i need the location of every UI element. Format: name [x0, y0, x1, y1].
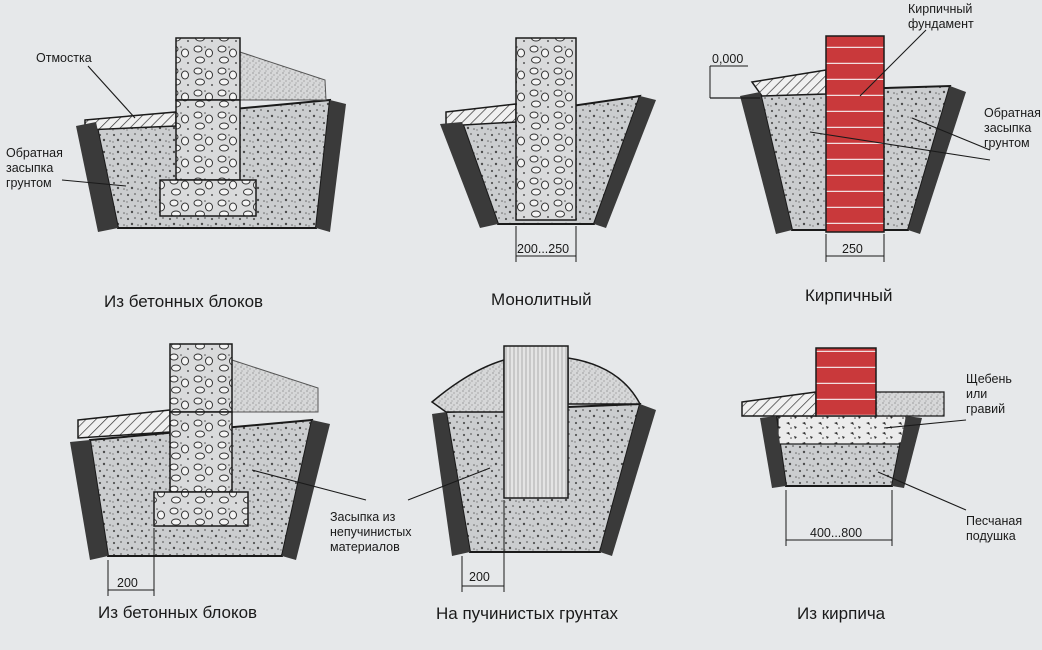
level-mark: 0,000	[712, 52, 744, 66]
callout-gravel: Щебень или гравий	[966, 372, 1012, 417]
callout-line: подушка	[966, 529, 1016, 543]
callout-otmostka: Отмостка	[36, 51, 92, 65]
panel-top-brick	[709, 35, 966, 262]
callout-sand: Песчаная подушка	[966, 514, 1022, 544]
callout-line: Щебень	[966, 372, 1012, 386]
callout-line: засыпка	[6, 161, 54, 175]
callout-nonheaving: Засыпка из непучинистых материалов	[330, 510, 411, 555]
callout-line: засыпка	[984, 121, 1032, 135]
dimension-cushion: 400...800	[810, 526, 863, 540]
callout-line: Обратная	[6, 146, 63, 160]
callout-line: Засыпка из	[330, 510, 396, 524]
callout-line: Обратная	[984, 106, 1041, 120]
caption-bottom-blocks: Из бетонных блоков	[98, 603, 258, 622]
callout-line: Песчаная	[966, 514, 1023, 528]
callout-line: грунтом	[6, 176, 52, 190]
caption-top-monolith: Монолитный	[491, 290, 592, 309]
callout-line: материалов	[330, 540, 400, 554]
dimension-heaving-base: 200	[469, 570, 490, 584]
dimension-block-base: 200	[117, 576, 138, 590]
callout-line: непучинистых	[330, 525, 412, 539]
panel-bottom-heaving	[430, 345, 656, 592]
caption-bottom-brick: Из кирпича	[797, 604, 886, 623]
callout-line: грунтом	[984, 136, 1030, 150]
callout-brick-foundation: Кирпичный фундамент	[908, 2, 974, 32]
caption-bottom-heaving: На пучинистых грунтах	[436, 604, 619, 623]
panel-bottom-block	[70, 343, 330, 596]
caption-top-blocks: Из бетонных блоков	[104, 292, 264, 311]
dimension-monolith: 200...250	[517, 242, 570, 256]
panel-top-block	[76, 37, 346, 232]
panel-bottom-cushion	[741, 347, 945, 546]
callout-line: или	[966, 387, 988, 401]
caption-top-brick: Кирпичный	[805, 286, 893, 305]
callout-line: гравий	[966, 402, 1006, 416]
callout-line: фундамент	[908, 17, 974, 31]
leader-lines	[61, 29, 991, 511]
callout-backfill-right: Обратная засыпка грунтом	[984, 106, 1041, 151]
panel-top-monolith	[440, 37, 656, 262]
callout-line: Кирпичный	[908, 2, 973, 16]
callout-backfill-left: Обратная засыпка грунтом	[6, 146, 63, 191]
dimension-brick: 250	[842, 242, 863, 256]
